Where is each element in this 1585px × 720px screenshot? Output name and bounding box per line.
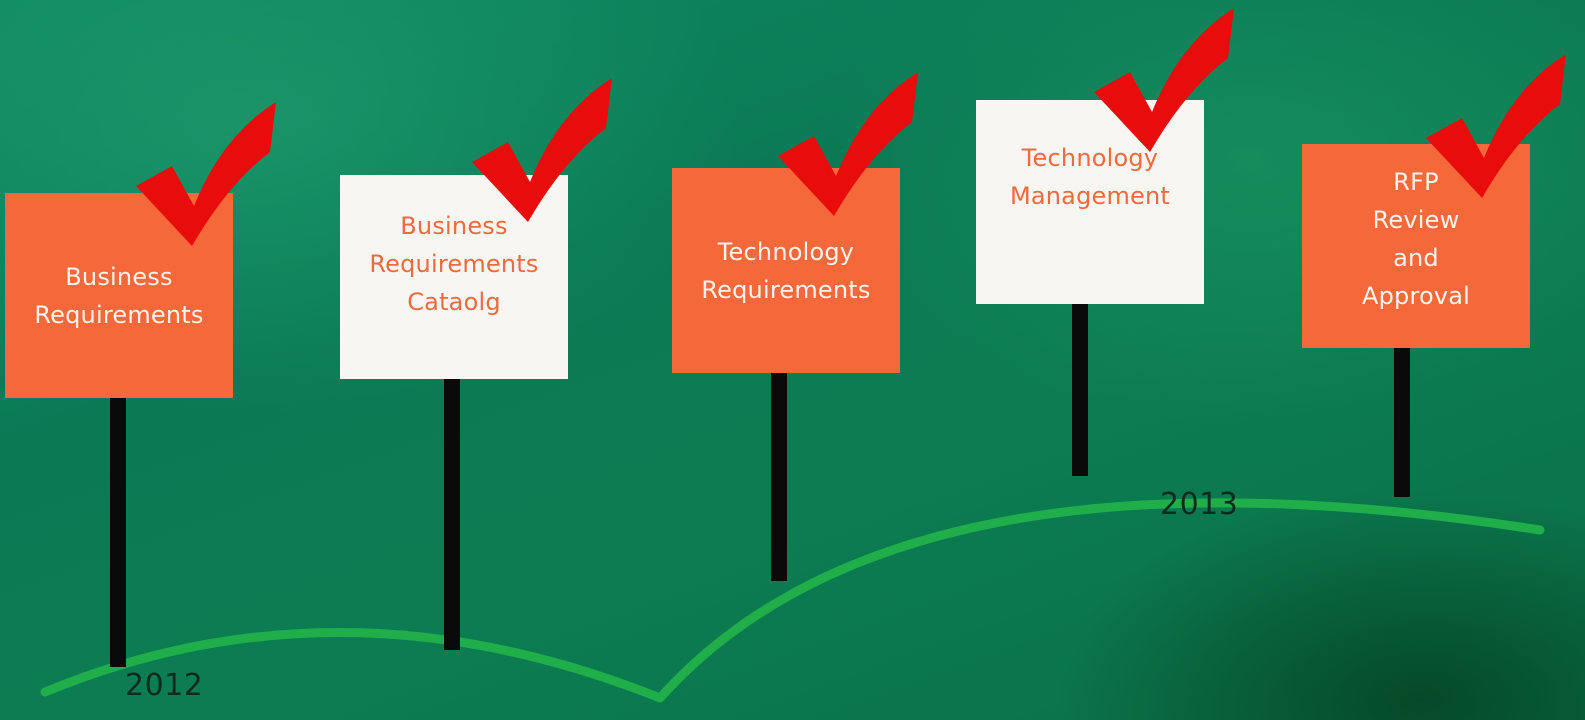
checkmark-icon [1426,54,1566,198]
checkmark-icon [136,102,276,246]
checkmark-icon [1094,8,1234,152]
milestone-sign-4: Technology Management [976,100,1204,304]
milestone-label-1: Business Requirements [34,262,204,329]
post-5 [1394,345,1410,497]
milestone-label-5: RFP Review and Approval [1361,168,1471,310]
post-4 [1072,300,1088,476]
milestone-label-3: Technology Requirements [701,237,871,304]
checkmark-icon [472,78,612,222]
post-3 [771,368,787,581]
milestone-sign-3: Technology Requirements [672,168,900,373]
post-2 [444,370,460,650]
milestone-label-4: Technology Management [1009,144,1171,210]
year-label-end: 2013 [1160,487,1239,522]
checkmark-icon [778,72,918,216]
milestone-label-2: Business Requirements Cataolg [369,212,539,316]
year-label-start: 2012 [125,668,204,703]
post-1 [110,395,126,667]
